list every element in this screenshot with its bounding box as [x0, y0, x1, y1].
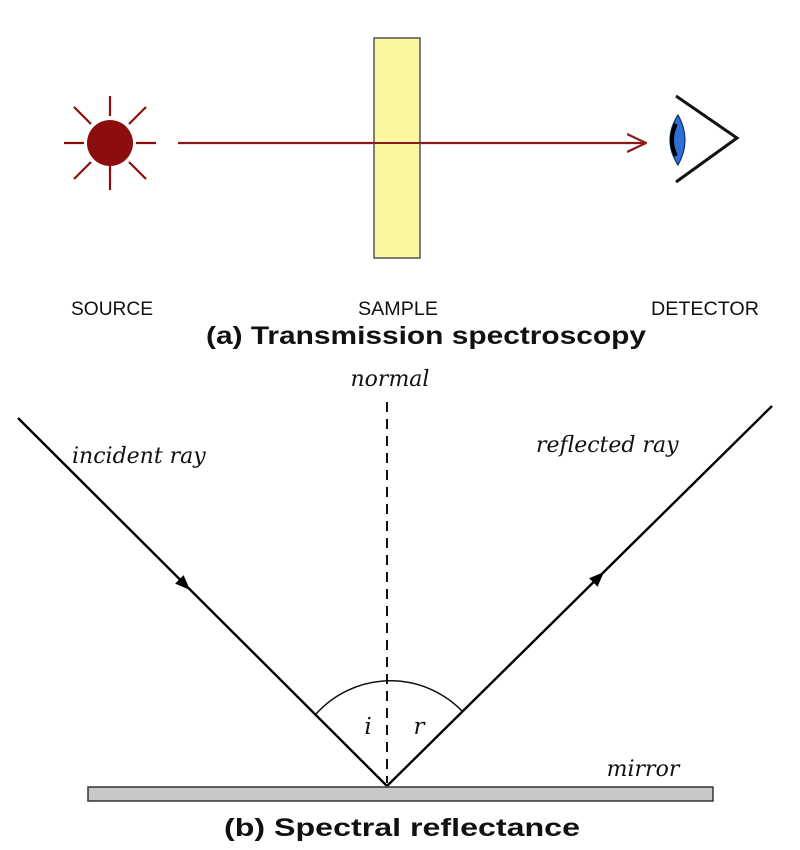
angle-arc — [315, 680, 464, 715]
angle-i-label: i — [364, 714, 371, 740]
reflected-ray-arrowhead — [589, 572, 604, 587]
transmission-caption: (a) Transmission spectroscopy — [206, 322, 646, 350]
mirror-label: mirror — [607, 757, 681, 782]
source-label: SOURCE — [71, 299, 153, 320]
incident-ray-arrowhead — [175, 575, 190, 590]
reflected-ray-label: reflected ray — [536, 433, 679, 458]
normal-label: normal — [351, 367, 430, 392]
star-source-icon — [64, 96, 156, 190]
detector-label: DETECTOR — [651, 299, 759, 320]
incident-ray-label: incident ray — [72, 444, 206, 469]
sample-label: SAMPLE — [358, 299, 438, 320]
sample-cell — [373, 37, 421, 259]
eye-detector-icon — [669, 94, 740, 184]
reflectance-caption: (b) Spectral reflectance — [224, 814, 580, 842]
incident-ray — [17, 417, 388, 787]
mirror-surface — [87, 786, 714, 802]
transmission-section: SOURCE SAMPLE DETECTOR (a) Transmission … — [64, 37, 759, 350]
angle-r-label: r — [414, 714, 427, 740]
reflectance-section: normal incident ray reflected ray i r mi… — [17, 367, 773, 842]
reflected-ray — [386, 405, 773, 787]
